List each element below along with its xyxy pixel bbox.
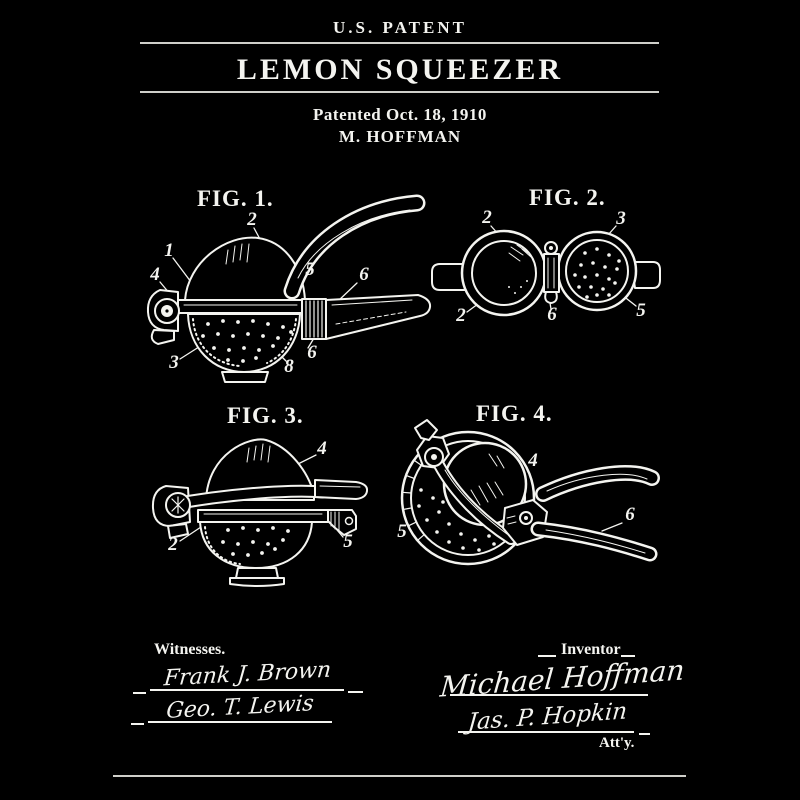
figure-3-drawing	[151, 438, 369, 587]
witness-signature-1: Frank J. Brown	[162, 657, 333, 692]
fig1-press-plate	[177, 299, 303, 314]
inventor-signature: Michael Hoffman	[438, 653, 686, 704]
witness-signature-2-line	[148, 721, 332, 723]
inventor-label: Inventor	[561, 641, 621, 658]
fig1-label: FIG. 1.	[197, 186, 274, 211]
line-stub	[538, 655, 556, 657]
fig2-left-tab	[431, 263, 466, 291]
witness-signature-2: Geo. T. Lewis	[165, 691, 315, 724]
fig2-label: FIG. 2.	[529, 185, 606, 210]
fig1-base	[221, 371, 269, 383]
fig1-bowl	[187, 313, 301, 373]
figure-2-drawing	[431, 225, 661, 317]
fig2-perforations	[573, 247, 621, 299]
fig4-label: FIG. 4.	[476, 401, 553, 426]
fig3-rim	[197, 509, 329, 523]
patent-title: LEMON SQUEEZER	[236, 53, 564, 86]
line-stub	[639, 733, 650, 735]
figure-4-drawing	[400, 419, 660, 566]
fig3-label: FIG. 3.	[227, 403, 304, 428]
inventor-signature-line	[450, 694, 648, 696]
fig3-dome	[205, 438, 315, 501]
patent-date-line: Patented Oct. 18, 1910	[313, 105, 487, 124]
footer-divider	[113, 775, 686, 777]
line-stub	[133, 692, 146, 694]
witness-signature-1-line	[150, 689, 344, 691]
fig2-right-tab	[630, 261, 661, 289]
fig3-handle-grip	[314, 479, 369, 500]
fig3-base	[235, 567, 279, 579]
fig2-hinge	[543, 253, 560, 293]
line-stub	[131, 723, 144, 725]
patentee-name: M. HOFFMAN	[338, 127, 462, 146]
fig3-perforations	[221, 526, 290, 557]
header-divider-bottom	[140, 91, 659, 93]
figure-1-drawing	[146, 194, 432, 383]
attorney-label: Att'y.	[599, 735, 635, 751]
line-stub	[348, 691, 363, 693]
header-divider-top	[140, 42, 659, 44]
line-stub	[621, 655, 635, 657]
fig1-perforations	[201, 319, 293, 363]
attorney-signature-line	[458, 731, 634, 733]
witnesses-label: Witnesses.	[154, 641, 226, 658]
patent-type-heading: U.S. PATENT	[333, 18, 467, 37]
fig3-bowl	[199, 521, 313, 569]
